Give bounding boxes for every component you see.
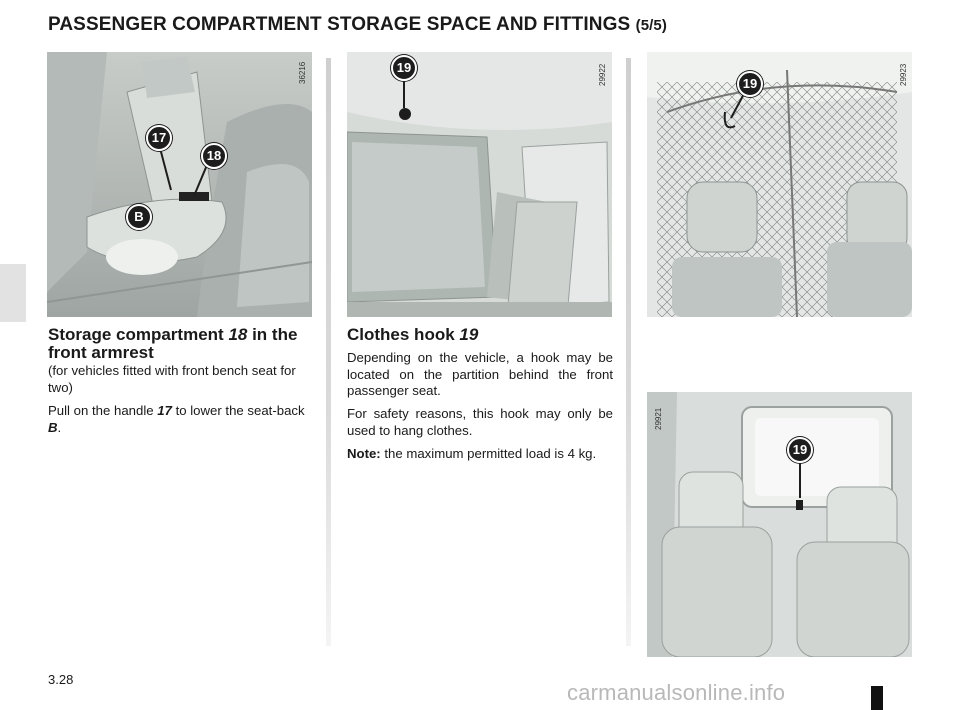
callout-18: 18 <box>201 143 227 169</box>
page-number: 3.28 <box>48 672 74 687</box>
solid-partition-leader-lines <box>799 462 801 498</box>
armrest-storage-subtitle: (for vehicles fitted with front bench se… <box>48 363 296 395</box>
solid-partition-hook-illustration: 29921 19 <box>647 392 912 657</box>
corner-mark <box>871 686 883 710</box>
column-divider-left <box>326 58 331 646</box>
clothes-hook-safety-text: For safety reasons, this hook may only b… <box>347 406 613 438</box>
column-divider-right <box>626 58 631 646</box>
armrest-illustration: 36216 17 18 B <box>47 52 312 317</box>
chapter-side-tab <box>0 264 26 322</box>
page-title-part: (5/5) <box>635 17 667 34</box>
callout-17: 17 <box>146 125 172 151</box>
note-label: Note: <box>347 446 381 461</box>
page-title-text: PASSENGER COMPARTMENT STORAGE SPACE AND … <box>48 14 631 35</box>
watermark: carmanualsonline.info <box>567 680 786 705</box>
clothes-hook-heading: Clothes hook 19 <box>347 325 479 344</box>
armrest-storage-heading: Storage compartment 18 in the front armr… <box>48 325 298 362</box>
armrest-storage-instruction: Pull on the handle 17 to lower the seat-… <box>48 403 305 435</box>
side-panel-leader-lines <box>403 76 405 108</box>
mesh-partition-leader-lines <box>730 91 746 119</box>
side-panel-drawing <box>347 52 612 317</box>
clothes-hook-note: Note: the maximum permitted load is 4 kg… <box>347 446 597 461</box>
armrest-leader-lines <box>159 147 208 197</box>
callout-19-side-panel: 19 <box>391 55 417 81</box>
callout-19-mesh-partition: 19 <box>737 71 763 97</box>
solid-partition-drawing <box>647 392 912 657</box>
callout-19-solid-partition: 19 <box>787 437 813 463</box>
callout-b: B <box>126 204 152 230</box>
clothes-hook-location-text: Depending on the vehicle, a hook may be … <box>347 350 613 398</box>
armrest-drawing <box>47 52 312 317</box>
mesh-partition-hook-illustration: 29923 19 <box>647 52 912 317</box>
page-title: PASSENGER COMPARTMENT STORAGE SPACE AND … <box>48 14 667 36</box>
side-panel-hook-illustration: 29922 19 <box>347 52 612 317</box>
mesh-partition-drawing <box>647 52 912 317</box>
